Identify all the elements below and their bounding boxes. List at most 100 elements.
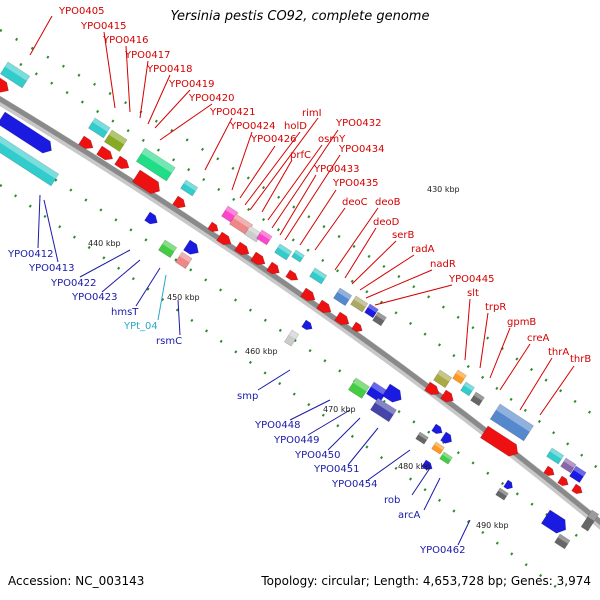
leader-line [314, 207, 346, 251]
gene-label[interactable]: YPO0418 [146, 64, 192, 75]
gene-label[interactable]: YPO0450 [294, 450, 340, 461]
gene-label[interactable]: YPO0432 [335, 118, 381, 129]
gene-feature [421, 459, 433, 470]
gene-label[interactable]: YPO0415 [80, 21, 126, 32]
gene-feature [571, 483, 583, 494]
gene-label[interactable]: YPO0462 [419, 545, 465, 556]
gene-label[interactable]: serB [392, 230, 414, 241]
forward-leader-lines [29, 15, 575, 416]
gene-label[interactable]: creA [527, 333, 550, 344]
gene-arrow [132, 169, 160, 194]
gene-feature [284, 329, 300, 347]
gene-box-highlight [352, 378, 370, 392]
gene-box [0, 61, 31, 89]
gene-feature [495, 487, 509, 501]
gene-label[interactable]: YPO0417 [124, 50, 170, 61]
gene-box-highlight [225, 206, 239, 217]
gene-label[interactable]: rsmC [156, 336, 182, 347]
gene-feature [440, 431, 452, 444]
leader-line [79, 249, 131, 278]
gene-label[interactable]: nadR [430, 259, 456, 270]
gene-box-highlight [0, 136, 59, 179]
gene-label[interactable]: holD [284, 121, 307, 132]
gene-label[interactable]: YPO0433 [313, 164, 359, 175]
gene-label[interactable]: YPO0434 [338, 144, 384, 155]
gene-label[interactable]: YPO0435 [332, 178, 378, 189]
gene-feature [274, 243, 293, 261]
leader-line [284, 154, 341, 241]
gene-label[interactable]: thrA [548, 347, 569, 358]
gene-feature [424, 381, 440, 396]
gene-label[interactable]: trpR [485, 302, 506, 313]
gene-arrow [421, 459, 433, 470]
gene-feature [0, 111, 52, 154]
gene-label[interactable]: deoB [375, 197, 401, 208]
gene-label[interactable]: arcA [398, 510, 421, 521]
gene-arrow [266, 261, 280, 275]
gene-label[interactable]: thrB [570, 354, 591, 365]
gene-label[interactable]: rob [384, 495, 400, 506]
leader-line [344, 227, 377, 279]
gene-arrow [234, 241, 250, 256]
gene-box-highlight [473, 392, 485, 401]
gene-label[interactable]: slt [467, 288, 479, 299]
gene-feature [88, 117, 111, 139]
gene-box-highlight [375, 312, 387, 321]
gene-feature [546, 447, 565, 465]
gene-arrow [351, 321, 363, 332]
gene-label[interactable]: YPO0412 [7, 249, 53, 260]
gene-feature [503, 479, 513, 490]
gene-label[interactable]: YPO0405 [58, 6, 104, 17]
kbp-tick: 480 kbp [398, 462, 431, 471]
leader-line [479, 312, 489, 369]
rna-gene-label[interactable]: YPt_04 [123, 321, 158, 332]
gene-arrow [114, 155, 130, 170]
gene-box-highlight [259, 230, 273, 240]
gene-arrow [0, 77, 9, 93]
gene-box [104, 129, 128, 152]
gene-label[interactable]: hmsT [111, 307, 139, 318]
leader-line [411, 467, 431, 496]
gene-label[interactable]: YPO0413 [28, 263, 74, 274]
gene-label[interactable]: radA [411, 244, 435, 255]
gene-label[interactable]: gpmB [507, 317, 536, 328]
gene-label[interactable]: YPO0426 [250, 134, 296, 145]
gene-box-highlight [4, 62, 30, 81]
gene-label[interactable]: YPO0420 [188, 93, 234, 104]
gene-feature [0, 135, 60, 187]
gene-feature [172, 195, 186, 209]
gene-label[interactable]: YPO0451 [313, 464, 359, 475]
gene-feature [348, 377, 370, 399]
gene-box-highlight [418, 432, 429, 441]
gene-feature [470, 391, 485, 407]
gene-label[interactable]: deoC [342, 197, 368, 208]
gene-arrow [78, 135, 94, 150]
gene-label[interactable]: YPO0454 [331, 479, 377, 490]
gene-label[interactable]: prfC [290, 150, 311, 161]
gene-label[interactable]: rimI [302, 108, 322, 119]
gene-label[interactable]: osmY [318, 134, 346, 145]
gene-label[interactable]: YPO0419 [168, 79, 214, 90]
gene-feature [144, 211, 158, 225]
gene-feature [285, 269, 299, 281]
gene-label[interactable]: YPO0449 [273, 435, 319, 446]
gene-arrow [431, 423, 443, 434]
gene-feature [560, 457, 577, 474]
gene-feature [334, 311, 350, 326]
gene-label[interactable]: YPO0424 [229, 121, 275, 132]
gene-label[interactable]: YPO0445 [448, 274, 494, 285]
gene-box [452, 369, 467, 385]
leader-line [154, 89, 191, 129]
gene-label[interactable]: deoD [373, 217, 400, 228]
gene-arrow [543, 465, 555, 476]
gene-label[interactable]: YPO0448 [254, 420, 300, 431]
gene-label[interactable]: YPO0423 [71, 292, 117, 303]
gene-feature [431, 423, 443, 434]
gene-label[interactable]: YPO0422 [50, 278, 96, 289]
gene-feature [431, 441, 445, 455]
gene-label[interactable]: YPO0421 [209, 107, 255, 118]
gene-label[interactable]: smp [237, 391, 258, 402]
gene-feature [452, 369, 467, 385]
leader-line [365, 269, 433, 299]
gene-label[interactable]: YPO0416 [102, 35, 148, 46]
